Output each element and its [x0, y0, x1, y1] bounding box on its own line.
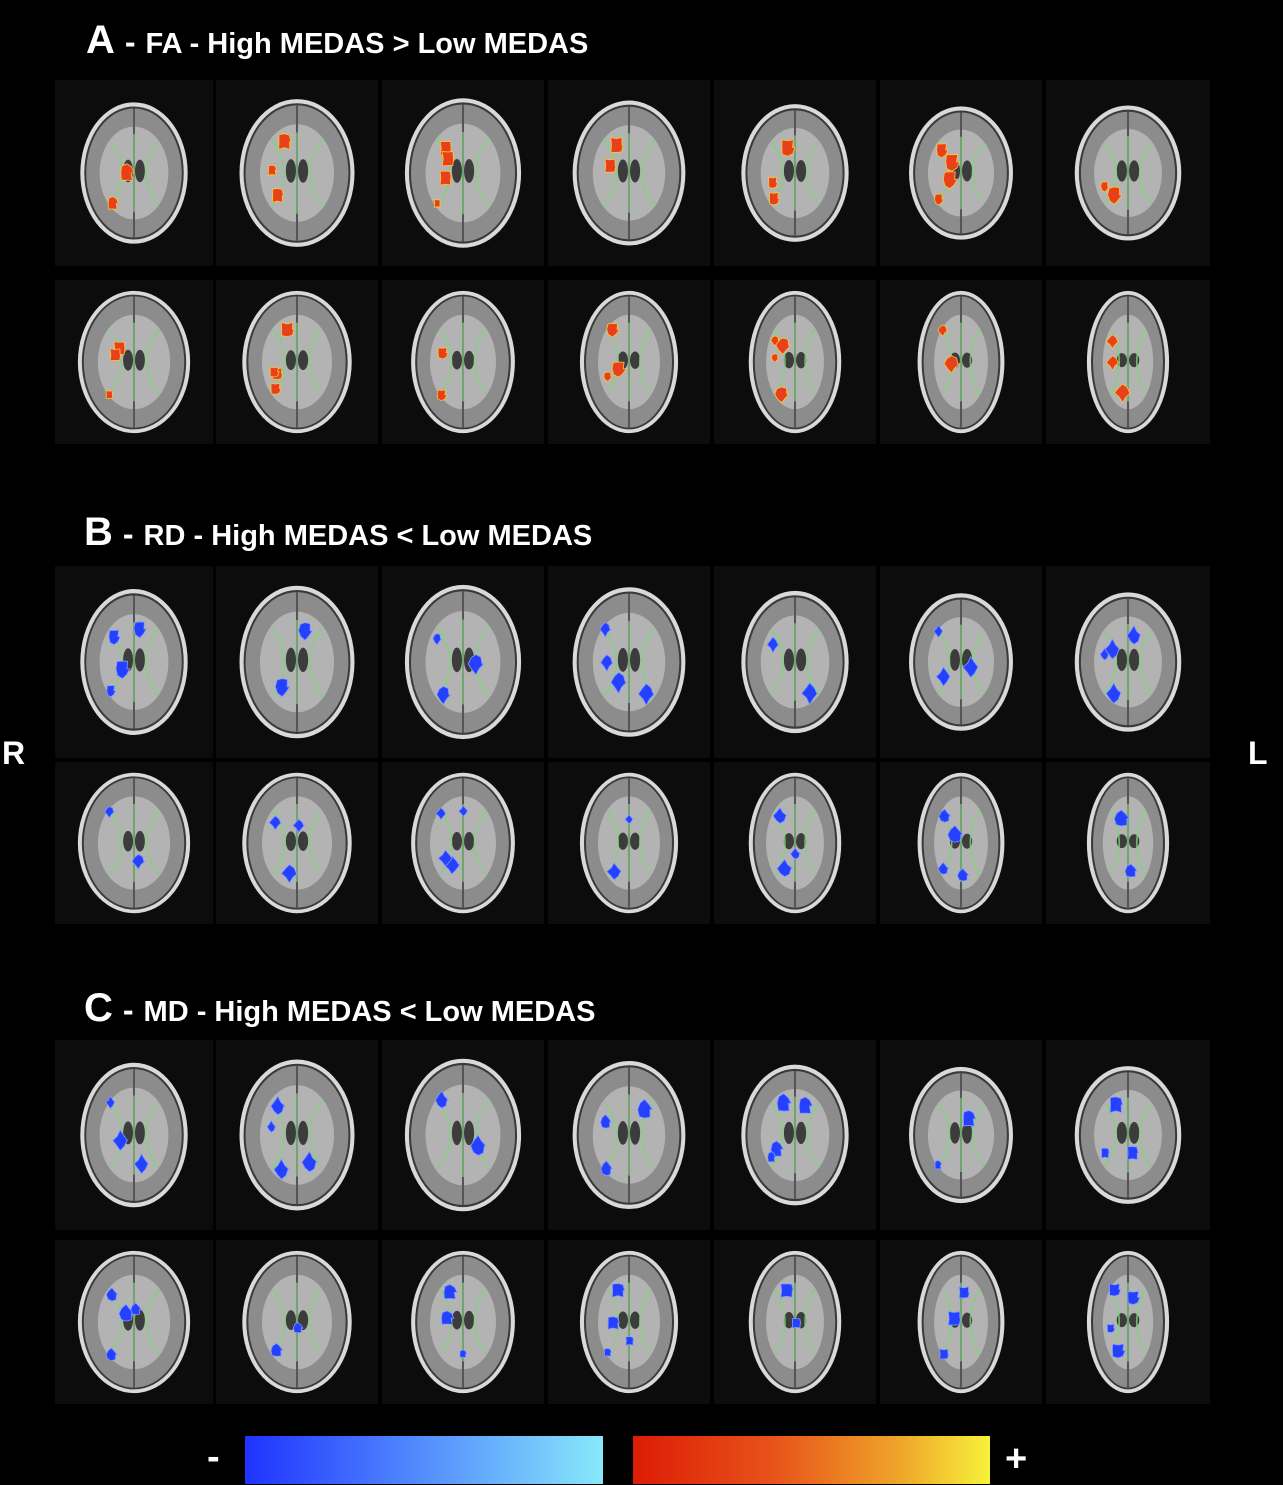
coronal-brain-slice	[216, 1240, 378, 1404]
right-hemisphere-label: R	[2, 735, 26, 771]
axial-brain-slice	[548, 566, 710, 758]
panel-a-title: A - FA - High MEDAS > Low MEDAS	[86, 18, 588, 63]
coronal-brain-slice	[216, 762, 378, 924]
coronal-brain-slice	[880, 1240, 1042, 1404]
axial-brain-slice	[714, 566, 876, 758]
coronal-brain-slice	[548, 280, 710, 444]
panel-letter: B	[84, 510, 113, 554]
panel-heading: FA - High MEDAS > Low MEDAS	[145, 28, 589, 60]
panel-dash: -	[122, 516, 134, 552]
coronal-brain-slice	[55, 1240, 213, 1404]
panel-b-title: B - RD - High MEDAS < Low MEDAS	[84, 510, 592, 555]
coronal-brain-slice	[1046, 1240, 1210, 1404]
panel-heading: RD - High MEDAS < Low MEDAS	[143, 520, 593, 552]
panel-letter: C	[84, 986, 113, 1030]
panel-letter: A	[86, 18, 115, 62]
coronal-brain-slice	[382, 1240, 544, 1404]
coronal-brain-slice	[216, 280, 378, 444]
axial-brain-slice	[714, 80, 876, 266]
coronal-brain-slice	[55, 280, 213, 444]
axial-brain-slice	[880, 1040, 1042, 1230]
coronal-brain-slice	[714, 762, 876, 924]
axial-brain-slice	[216, 566, 378, 758]
coronal-brain-slice	[880, 280, 1042, 444]
axial-brain-slice	[1046, 1040, 1210, 1230]
panel-c-title: C - MD - High MEDAS < Low MEDAS	[84, 986, 595, 1031]
coronal-brain-slice	[714, 280, 876, 444]
coronal-brain-slice	[548, 762, 710, 924]
axial-brain-slice	[1046, 566, 1210, 758]
axial-brain-slice	[880, 80, 1042, 266]
colorbar-minus-label: -	[207, 1436, 220, 1478]
axial-brain-slice	[382, 80, 544, 266]
coronal-brain-slice	[382, 280, 544, 444]
coronal-brain-slice	[1046, 762, 1210, 924]
axial-brain-slice	[55, 1040, 213, 1230]
axial-brain-slice	[382, 566, 544, 758]
axial-brain-slice	[880, 566, 1042, 758]
colorbar-plus-label: +	[1005, 1438, 1028, 1480]
axial-brain-slice	[714, 1040, 876, 1230]
axial-brain-slice	[55, 80, 213, 266]
axial-brain-slice	[548, 1040, 710, 1230]
panel-dash: -	[124, 24, 136, 60]
coronal-brain-slice	[548, 1240, 710, 1404]
coronal-brain-slice	[55, 762, 213, 924]
coronal-brain-slice	[382, 762, 544, 924]
coronal-brain-slice	[714, 1240, 876, 1404]
coronal-brain-slice	[1046, 280, 1210, 444]
axial-brain-slice	[216, 1040, 378, 1230]
axial-brain-slice	[382, 1040, 544, 1230]
left-hemisphere-label: L	[1248, 735, 1268, 771]
negative-colorbar	[245, 1436, 603, 1484]
axial-brain-slice	[548, 80, 710, 266]
panel-dash: -	[122, 992, 134, 1028]
axial-brain-slice	[55, 566, 213, 758]
axial-brain-slice	[1046, 80, 1210, 266]
positive-colorbar	[633, 1436, 990, 1484]
coronal-brain-slice	[880, 762, 1042, 924]
panel-heading: MD - High MEDAS < Low MEDAS	[143, 996, 596, 1028]
axial-brain-slice	[216, 80, 378, 266]
